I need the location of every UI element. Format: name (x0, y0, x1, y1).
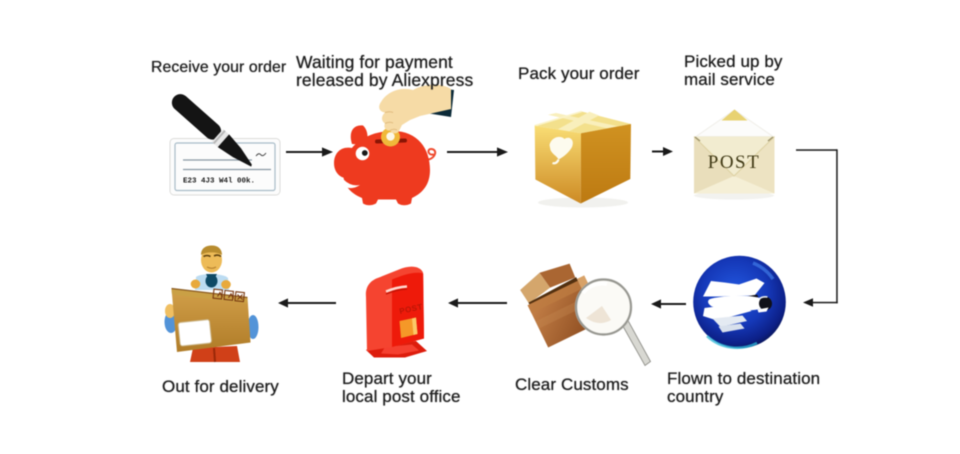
svg-text:POST: POST (708, 152, 760, 173)
svg-text:E23 4J3 W4l 00k.: E23 4J3 W4l 00k. (183, 178, 255, 186)
